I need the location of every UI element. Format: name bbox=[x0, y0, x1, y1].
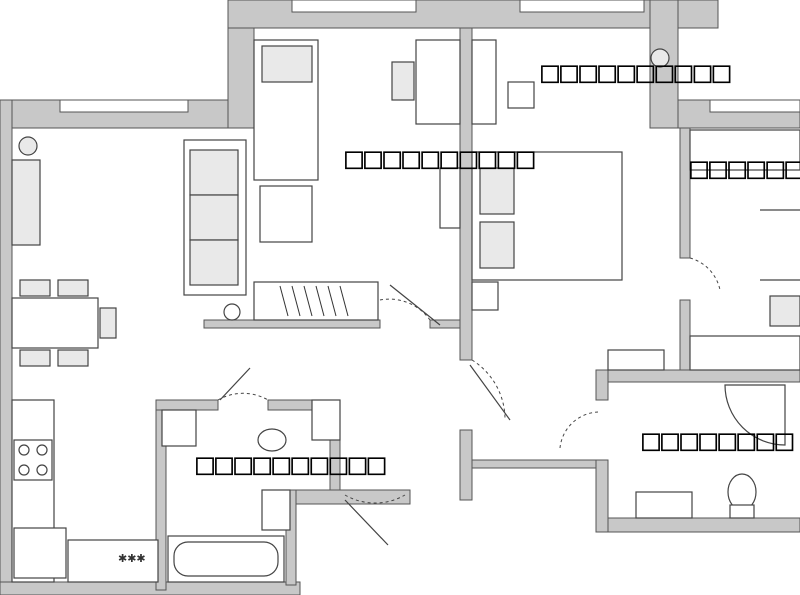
room-label-top-right: □□□□□□□□□□ bbox=[541, 56, 732, 90]
center-room-wardrobe-stripes bbox=[279, 285, 349, 317]
inner-walls bbox=[155, 27, 800, 591]
room-label-bottom-left: □□□□□□□□□□ bbox=[196, 448, 387, 482]
room-label-wardrobe: □□□□□□ bbox=[690, 152, 800, 186]
living-furniture: ✱✱✱ bbox=[11, 139, 247, 583]
windows bbox=[59, 0, 800, 113]
bathroom-left-fixtures bbox=[161, 399, 341, 583]
wardrobe-furniture bbox=[689, 129, 800, 371]
bedroom-furniture bbox=[471, 39, 665, 371]
stove-marks: ✱✱✱ bbox=[118, 552, 146, 565]
room-label-bathroom: □□□□□□□□ bbox=[642, 424, 795, 458]
doors bbox=[217, 257, 721, 546]
center-room-furniture bbox=[253, 39, 461, 321]
room-label-center: □□□□□□□□□□ bbox=[345, 142, 536, 176]
bathroom-right-fixtures bbox=[635, 384, 786, 519]
plant-icons bbox=[18, 48, 670, 156]
